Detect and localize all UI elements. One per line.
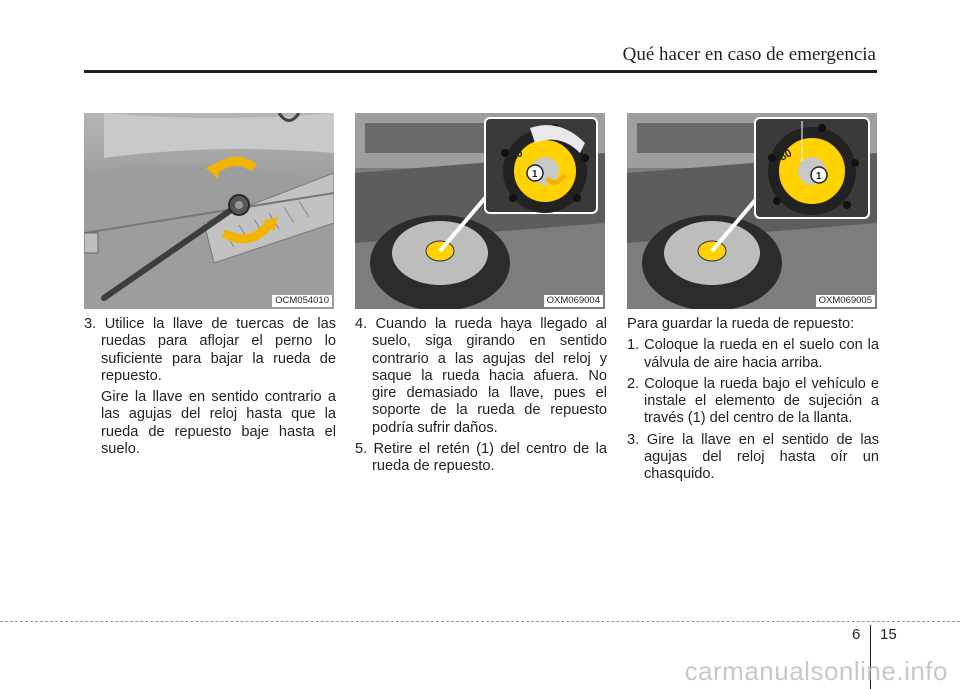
callout-number: 1 [816,171,822,182]
figure-trunk-wrench: OCM054010 [84,113,334,309]
callout-number: 1 [532,169,538,180]
step-4-text: 4. Cuando la rueda haya llegado al suelo… [355,316,607,436]
step-5-text: 5. Retire el retén (1) del centro de la … [355,441,607,475]
spare-tire-storage-illustration: 80 1 [627,113,877,309]
spare-tire-illustration: 80 1 [355,113,605,309]
page-divider [870,625,871,689]
column-2: 4. Cuando la rueda haya llegado al suelo… [355,316,607,476]
figure-spare-tire-storage: 80 1 OXM069005 [627,113,877,309]
figure-code: OXM069005 [815,295,875,307]
chapter-number: 6 [852,626,861,643]
figure-code: OXM069004 [543,295,603,307]
watermark: carmanualsonline.info [684,656,948,686]
figure-label-80: 80 [509,147,526,164]
footer-rule [0,621,960,622]
storage-intro: Para guardar la rueda de repuesto: [627,316,855,332]
figure-label-80: 80 [778,147,795,164]
figure-code: OCM054010 [272,295,332,307]
trunk-illustration [84,113,334,309]
header-rule [84,70,877,73]
storage-step-1: 1. Coloque la rueda en el suelo con la v… [627,337,879,371]
header-title: Qué hacer en caso de emergencia [622,44,876,65]
step-3-note: Gire la llave en sentido contrario a las… [101,389,336,458]
page-number: 15 [880,626,897,643]
storage-step-3: 3. Gire la llave en el sentido de las ag… [627,431,879,483]
column-1: 3. Utilice la llave de tuercas de las ru… [84,316,336,458]
storage-step-2: 2. Coloque la rueda bajo el vehículo e i… [627,375,879,427]
step-3-text: 3. Utilice la llave de tuercas de las ru… [84,316,336,384]
figure-spare-tire-removal: 80 1 OXM069004 [355,113,605,309]
column-3: Para guardar la rueda de repuesto: 1. Co… [627,316,879,484]
